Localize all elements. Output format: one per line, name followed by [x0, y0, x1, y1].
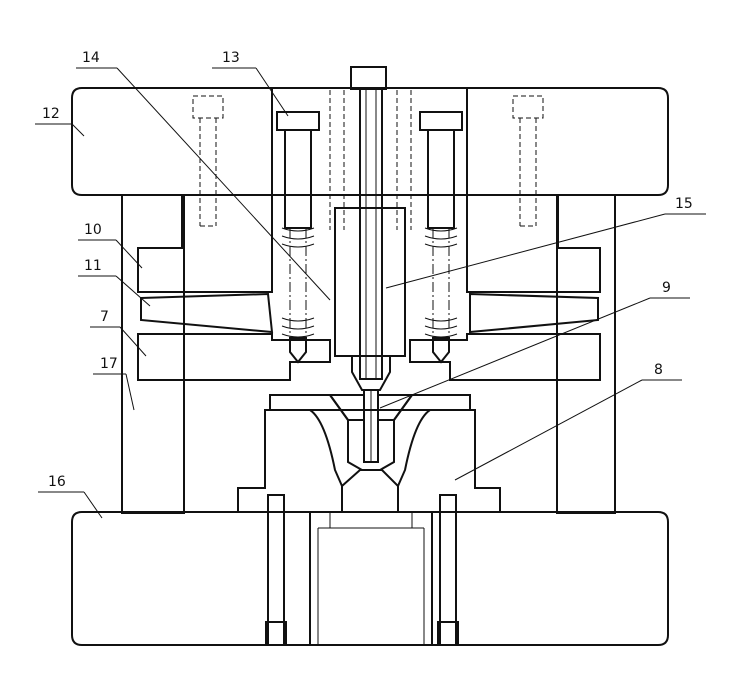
punch-head	[350, 66, 387, 90]
label-9: 9	[662, 280, 671, 296]
springs	[276, 90, 463, 364]
stripper-insert	[269, 394, 471, 471]
bottom-plate	[71, 494, 669, 646]
label-8: 8	[654, 362, 663, 378]
central-punch	[334, 66, 406, 463]
punch-holder	[334, 207, 406, 357]
label-11: 11	[84, 258, 102, 274]
part-labels: 14 13 12 10 11 7 17 16 15 9 8	[42, 50, 693, 490]
label-12: 12	[42, 106, 60, 122]
label-15: 15	[675, 196, 693, 212]
top-plate	[71, 87, 669, 227]
leader-lines	[35, 67, 706, 519]
label-13: 13	[222, 50, 240, 66]
label-14: 14	[82, 50, 100, 66]
wedge-plates	[140, 292, 599, 334]
label-16: 16	[48, 474, 66, 490]
upper-holder	[137, 194, 601, 293]
label-10: 10	[84, 222, 102, 238]
label-7: 7	[100, 309, 109, 325]
guide-pillars	[121, 194, 616, 514]
guide-pillar-right	[556, 194, 616, 514]
holder-plate	[137, 333, 601, 381]
label-17: 17	[100, 356, 118, 372]
guide-pillar-left	[121, 194, 185, 514]
